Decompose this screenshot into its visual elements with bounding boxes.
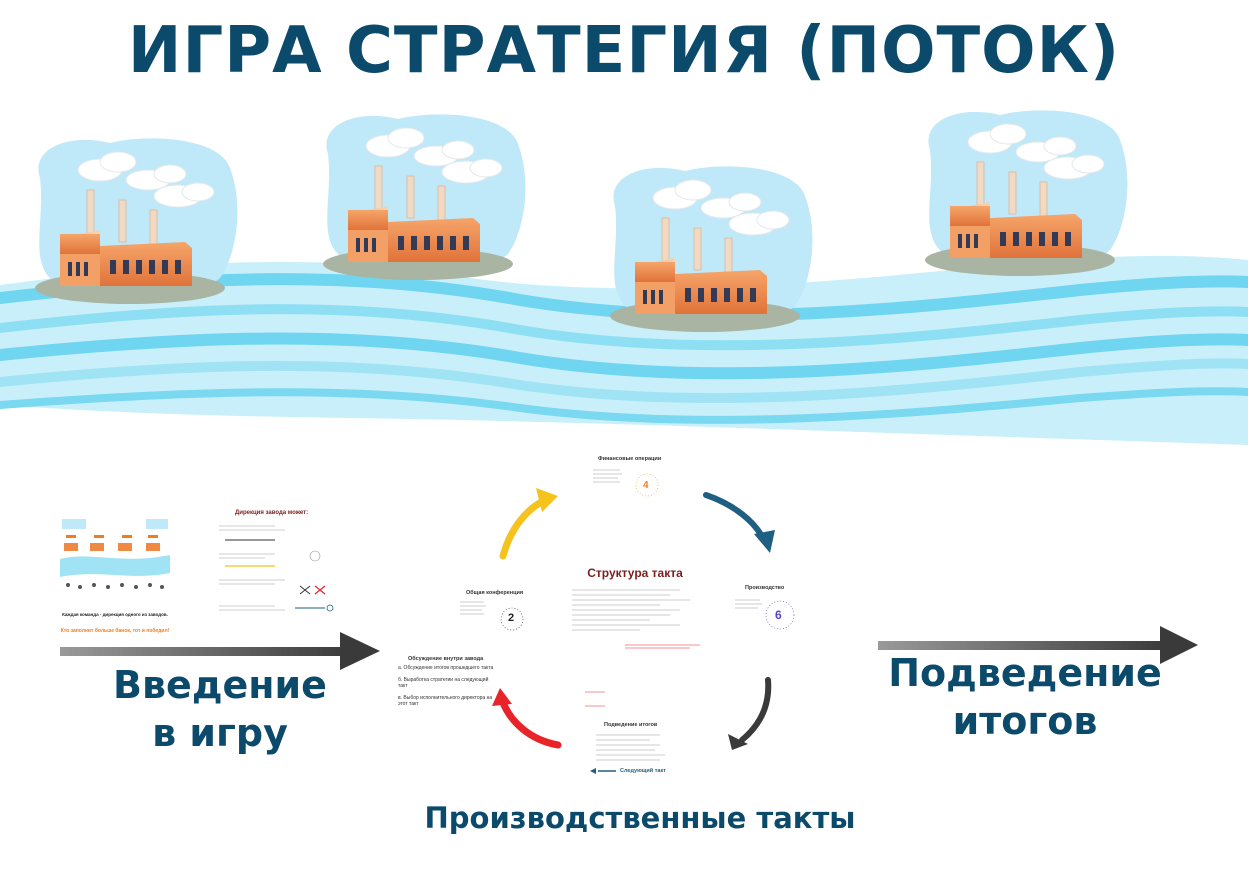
rules-slide-title: Дирекция завода может: <box>235 510 309 516</box>
intro-label-line1: Введение <box>113 663 327 707</box>
internal-item-2: б. Выработка стратегии на следующий такт <box>398 677 489 689</box>
results-label-line1: Подведение <box>888 651 1162 695</box>
intro-slide-illustration <box>60 519 170 589</box>
intro-slide-caption: Каждая команда - дирекция одного из заво… <box>62 612 168 617</box>
general-node-number: 2 <box>508 612 515 624</box>
internal-node-title: Обсуждение внутри завода <box>408 656 484 662</box>
cycle-arrow-blue <box>703 492 775 553</box>
next-turn-arrow <box>590 768 616 774</box>
intro-label-line2: в игру <box>152 710 288 755</box>
intro-slide-accent: Кто заполнит больше банок, тот и победил… <box>60 628 170 634</box>
page-title: ИГРА СТРАТЕГИЯ (ПОТОК) <box>127 14 1121 88</box>
cycle-arrow-dark <box>728 677 772 750</box>
rules-slide-illustration <box>219 525 334 612</box>
production-node-title: Производство <box>745 585 785 591</box>
results-label: Подведение итогов <box>880 650 1170 745</box>
production-cycles-label: Производственные такты <box>424 801 856 835</box>
next-turn-label: Следующий такт <box>620 768 666 774</box>
internal-item-3: в. Выбор исполнительного директора на эт… <box>398 695 493 707</box>
internal-item-1: a. Обсуждение итогов прошедшего такта <box>398 665 494 671</box>
rules-slide-thumbnail: Дирекция завода может: <box>215 510 355 625</box>
factory-river-illustration <box>0 109 1248 445</box>
general-node-title: Общая конференция <box>466 590 524 596</box>
cycle-arrow-yellow <box>499 488 558 560</box>
production-node-number: 6 <box>775 608 782 622</box>
intro-label: Введение в игру <box>80 662 360 757</box>
results-label-line2: итогов <box>952 698 1098 743</box>
cycle-arrow-red <box>492 688 562 749</box>
finance-node-number: 4 <box>643 480 649 491</box>
finance-node-title: Финансовые операции <box>598 456 662 462</box>
cycle-center-title: Структура такта <box>587 566 683 580</box>
intro-slide-thumbnail: Каждая команда - дирекция одного из заво… <box>60 515 170 640</box>
results-node-title: Подведение итогов <box>604 722 658 728</box>
